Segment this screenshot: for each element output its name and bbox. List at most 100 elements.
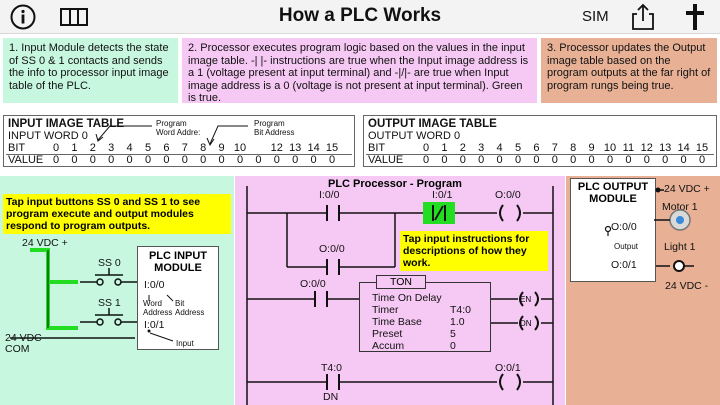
output-value-9: 0 — [588, 154, 595, 166]
program-tip: Tap input instructions for descriptions … — [400, 231, 548, 271]
ton-block[interactable] — [359, 282, 491, 352]
input-value-7: 0 — [181, 154, 188, 166]
input-bit-14: 14 — [307, 142, 320, 154]
input-value-0: 0 — [52, 154, 60, 166]
light-icon — [673, 260, 685, 272]
output-value-8: 0 — [570, 154, 577, 166]
output-bit-15: 15 — [695, 142, 709, 154]
output-bit-0: 0 — [422, 142, 430, 154]
output-value-12: 0 — [643, 154, 650, 166]
input-caption: Input — [176, 339, 194, 348]
library-columns-icon[interactable] — [60, 8, 88, 26]
output-value-4: 0 — [496, 154, 503, 166]
input-bit-10: 10 — [233, 142, 247, 154]
output-value-3: 0 — [478, 154, 485, 166]
ton-base-value: 1.0 — [450, 316, 465, 328]
program-title: PLC Processor - Program — [328, 178, 462, 190]
output-bit-10: 10 — [603, 142, 617, 154]
ss1-switch[interactable] — [80, 308, 145, 326]
output-table-title: OUTPUT IMAGE TABLE — [368, 118, 497, 130]
info-icon[interactable] — [10, 4, 36, 30]
input-bit-label: BIT — [8, 142, 26, 154]
rung1-contact-i00[interactable] — [326, 205, 340, 221]
program-word-address-label: Program Word Addre: — [156, 119, 201, 137]
input-value-9: 0 — [218, 154, 225, 166]
input-address-1: I:0/1 — [144, 319, 165, 331]
rung1-contact-i01-nc[interactable] — [432, 205, 446, 221]
input-bit-2: 2 — [89, 142, 96, 154]
rung3-coil-label: O:0/1 — [495, 362, 521, 374]
output-bit-14: 14 — [677, 142, 690, 154]
output-caption: Output — [614, 242, 639, 251]
ladder-diagram — [246, 186, 554, 405]
rung3-contact-bit-label: DN — [323, 391, 339, 403]
input-value-5: 0 — [144, 154, 152, 166]
output-bit-4: 4 — [496, 142, 503, 154]
output-bit-label: BIT — [368, 142, 386, 154]
light-label: Light 1 — [664, 241, 696, 253]
input-value-4: 0 — [126, 154, 133, 166]
top-bar — [0, 0, 720, 34]
rung3-contact[interactable] — [326, 374, 340, 390]
ss0-switch[interactable] — [80, 268, 145, 286]
input-tip: Tap input buttons SS 0 and SS 1 to see p… — [3, 194, 231, 234]
rung1-branch-contact[interactable] — [326, 259, 340, 275]
rung1-contact1-label: I:0/0 — [319, 189, 340, 201]
ss0-label[interactable]: SS 0 — [98, 257, 121, 269]
ton-accum-label: Accum — [372, 340, 405, 352]
dn-label: DN — [520, 319, 532, 328]
table-divider — [6, 154, 352, 155]
output-value-14: 0 — [680, 154, 687, 166]
input-value-1: 0 — [71, 154, 78, 166]
motor-icon — [669, 209, 691, 231]
input-bit-5: 5 — [144, 142, 152, 154]
output-bit-1: 1 — [441, 142, 448, 154]
rung2-contact[interactable] — [314, 291, 328, 307]
bit-address-label: Bit Address — [175, 299, 205, 317]
ton-timer-value: T4:0 — [450, 304, 472, 316]
rung3-contact-label: T4:0 — [321, 362, 343, 374]
input-bit-3: 3 — [108, 142, 115, 154]
motor-label: Motor 1 — [662, 201, 698, 213]
input-table-title: INPUT IMAGE TABLE — [8, 118, 125, 130]
cross-icon[interactable] — [684, 3, 706, 31]
output-value-label: VALUE — [368, 154, 404, 166]
input-value-14: 0 — [310, 154, 317, 166]
input-module-box — [137, 246, 219, 350]
input-value-label: VALUE — [8, 154, 44, 166]
supply-positive-label: 24 VDC + — [22, 237, 68, 249]
ton-description: Time On Delay — [372, 292, 442, 304]
output-module-title: PLC OUTPUT MODULE — [577, 181, 649, 205]
output-bit-6: 6 — [533, 142, 540, 154]
input-value-2: 0 — [89, 154, 96, 166]
en-label: EN — [520, 295, 532, 304]
input-value-3: 0 — [108, 154, 115, 166]
output-value-10: 0 — [606, 154, 614, 166]
output-supply-negative: 24 VDC - — [665, 280, 709, 292]
output-image-table: OUTPUT IMAGE TABLE OUTPUT WORD 0 BIT VAL… — [363, 115, 717, 167]
en-coil — [519, 291, 539, 307]
output-bit-13: 13 — [659, 142, 672, 154]
word-address-label: Word Address — [143, 299, 173, 317]
ss1-label[interactable]: SS 1 — [98, 297, 121, 309]
input-value-11: 0 — [255, 154, 262, 166]
step2-panel: 2. Processor executes program logic base… — [182, 38, 537, 104]
output-value-7: 0 — [551, 154, 558, 166]
ton-preset-label: Preset — [372, 328, 403, 340]
module-arrows — [147, 294, 174, 342]
output-supply-positive: 24 VDC + — [664, 183, 710, 195]
table-divider — [366, 154, 714, 155]
app-title: How a PLC Works — [278, 5, 442, 26]
input-bit-6: 6 — [163, 142, 170, 154]
input-bit-12: 12 — [270, 142, 283, 154]
sim-button[interactable]: SIM — [582, 8, 609, 25]
output-bit-12: 12 — [640, 142, 653, 154]
input-bit-4: 4 — [126, 142, 133, 154]
rung1-branch-label: O:0/0 — [319, 243, 345, 255]
input-word-label: INPUT WORD 0 — [8, 130, 88, 142]
step1-panel: 1. Input Module detects the state of SS … — [3, 38, 178, 103]
input-value-10: 0 — [236, 154, 244, 166]
share-icon[interactable] — [630, 3, 656, 31]
output-address-0: O:0/0 — [611, 221, 637, 233]
ton-timer-label: Timer — [372, 304, 399, 316]
